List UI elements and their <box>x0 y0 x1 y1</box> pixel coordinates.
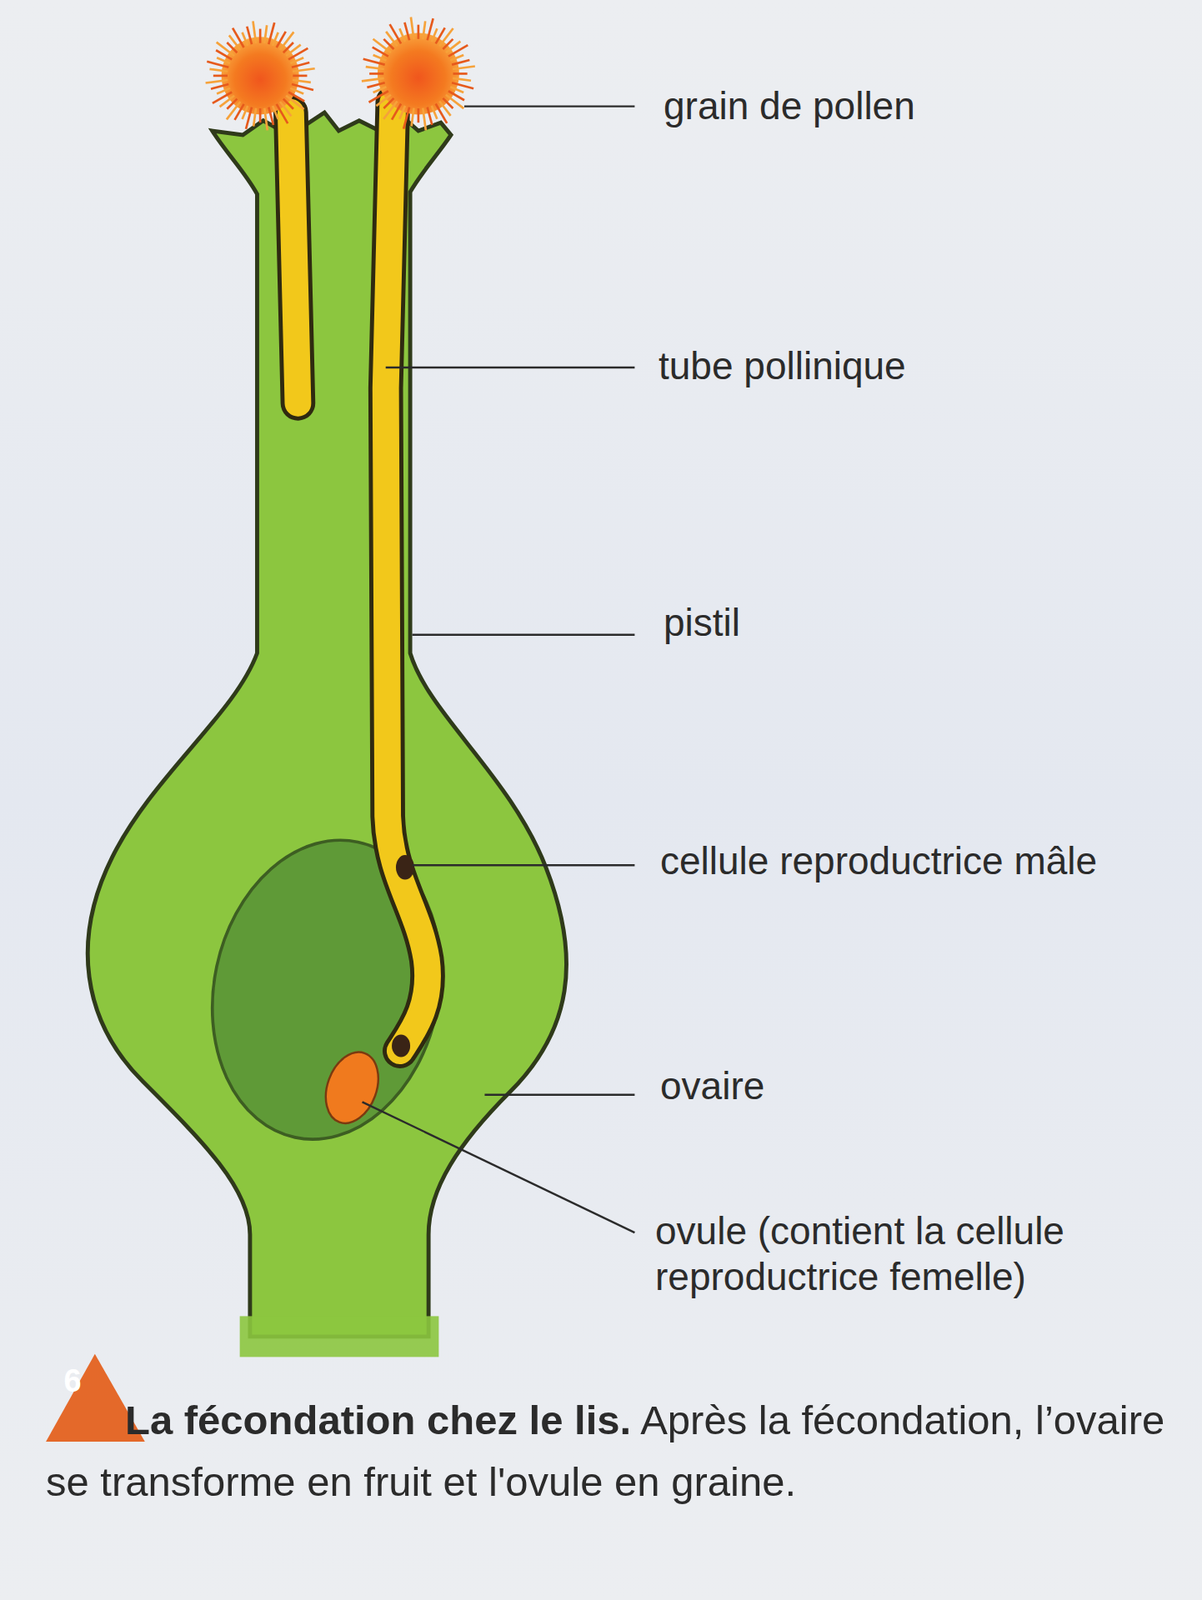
pistil-shape <box>87 112 566 1338</box>
part-label: cellule reproductrice mâle <box>660 838 1097 885</box>
pollen-grains <box>205 16 476 131</box>
pollen-tube <box>385 102 428 1052</box>
figure-title: La fécondation chez le lis. <box>125 1397 632 1443</box>
ovule <box>316 1045 388 1132</box>
part-label: pistil <box>663 600 741 647</box>
part-label: ovule (contient la cellule reproductrice… <box>655 1208 1189 1301</box>
part-label: grain de pollen <box>663 83 916 130</box>
leader-lines <box>362 106 636 1233</box>
part-label: ovaire <box>660 1063 765 1110</box>
male-cell <box>395 855 415 880</box>
caption-block: La fécondation chez le lis. Après la féc… <box>45 1390 1188 1513</box>
callout-number: 6 <box>47 1363 98 1400</box>
male-cell <box>391 1035 411 1058</box>
part-label: tube pollinique <box>658 343 907 390</box>
